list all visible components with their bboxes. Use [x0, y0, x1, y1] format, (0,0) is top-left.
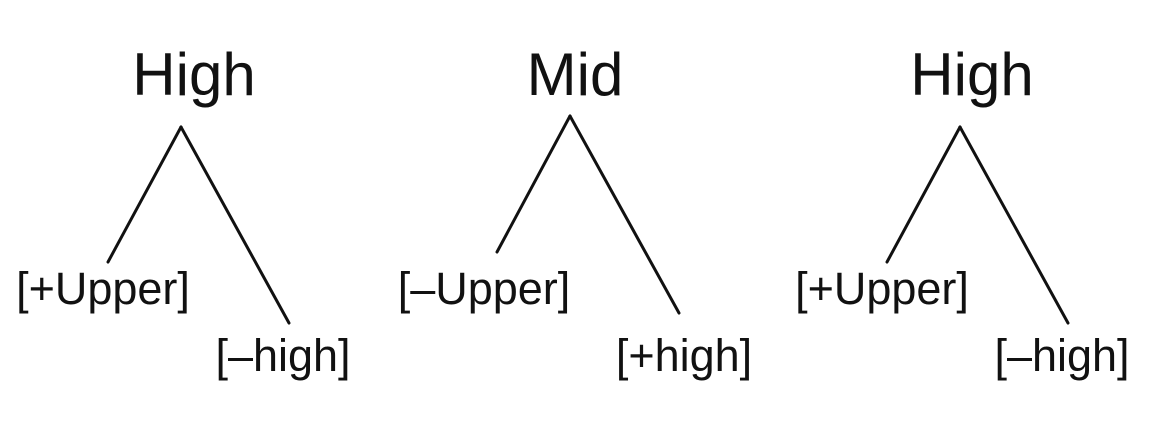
- tree-3-left-branch: [885, 125, 962, 264]
- tree-3-left-feature: [+Upper]: [795, 263, 969, 314]
- tree-1-right-feature: [–high]: [215, 330, 350, 381]
- tree-2: Mid [–Upper] [+high]: [398, 41, 752, 381]
- tree-3-right-feature: [–high]: [994, 330, 1129, 381]
- tree-1-left-feature: [+Upper]: [16, 263, 190, 314]
- tree-2-left-branch: [495, 114, 572, 254]
- tree-2-right-feature: [+high]: [616, 330, 752, 381]
- tree-2-left-feature: [–Upper]: [398, 263, 571, 314]
- tree-3-right-branch: [958, 125, 1070, 325]
- tree-1-right-branch: [179, 125, 291, 325]
- tree-1-left-branch: [106, 125, 183, 264]
- tree-2-right-branch: [568, 114, 681, 315]
- tree-3-root-label: High: [910, 41, 1033, 108]
- tree-1-root-label: High: [132, 41, 255, 108]
- tree-3: High [+Upper] [–high]: [795, 41, 1129, 381]
- tree-1: High [+Upper] [–high]: [16, 41, 350, 381]
- tree-2-root-label: Mid: [527, 41, 624, 108]
